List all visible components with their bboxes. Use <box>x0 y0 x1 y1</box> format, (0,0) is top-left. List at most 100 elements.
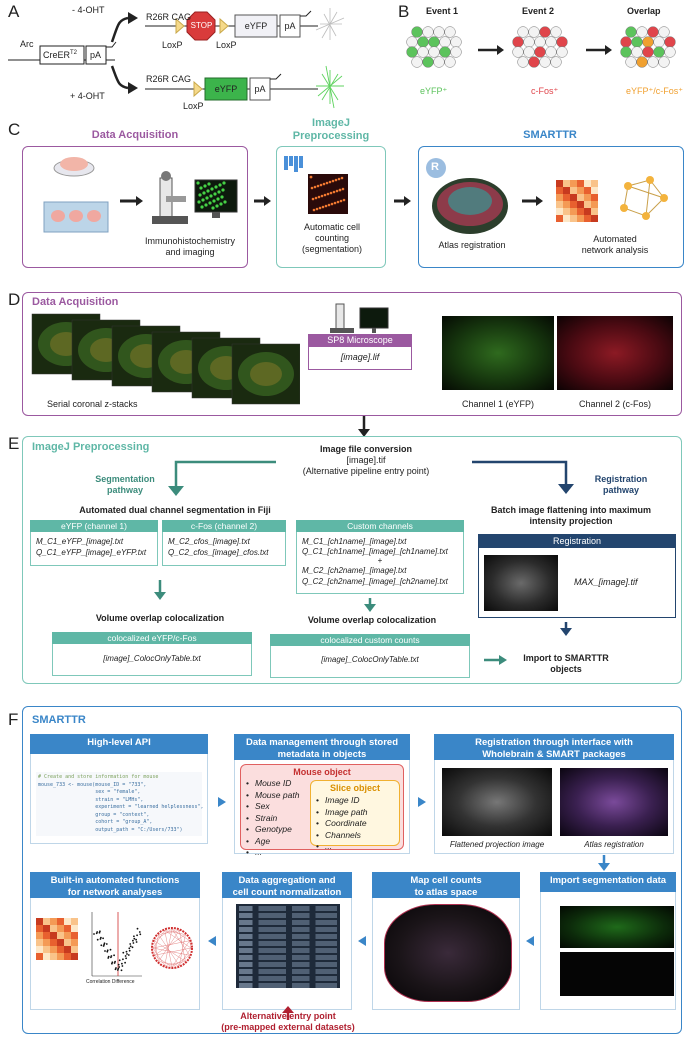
plus-oht-label: + 4-OHT <box>70 91 105 101</box>
cell-dot <box>222 181 226 185</box>
f-import-head: Import segmentation data <box>540 872 676 892</box>
cell-dot <box>313 185 317 189</box>
heat-cell <box>570 201 577 208</box>
volcano-point <box>135 941 138 943</box>
heat-cell <box>577 180 584 187</box>
e-custom-head: Custom channels <box>296 520 464 532</box>
volcano-point <box>125 957 127 960</box>
heat-cell <box>50 932 57 939</box>
heat-cell <box>43 953 50 960</box>
f-flattened-label: Flattened projection image <box>449 840 545 849</box>
pa-label-bottom: pA <box>254 84 266 94</box>
cell-dot <box>211 206 215 210</box>
d-ch1-label: Channel 1 (eYFP) <box>461 399 535 409</box>
heat-cell <box>577 208 584 215</box>
heat-cell <box>584 201 591 208</box>
minus-oht-label: - 4-OHT <box>72 5 105 15</box>
c-r-letter: R <box>431 161 439 173</box>
event1-label: Event 1 <box>426 6 459 16</box>
volcano-point <box>133 935 135 938</box>
network-edge <box>171 940 190 968</box>
volcano-point <box>126 953 128 955</box>
f-title: SMARTTR <box>32 714 86 726</box>
cell-dot <box>198 193 202 197</box>
volcano-point <box>96 931 99 933</box>
table-row <box>239 927 337 932</box>
cell-dot <box>216 197 220 201</box>
c-illustrations <box>43 156 668 234</box>
c-network-label: Automated network analysis <box>581 234 649 255</box>
e-volume-2: Volume overlap colocalization <box>307 615 437 625</box>
volcano-point <box>100 944 103 947</box>
f-flattened-image <box>442 768 552 836</box>
f-atlas-label: Atlas registration <box>584 840 644 849</box>
mouse-item: Mouse path <box>246 790 299 802</box>
cell-dot <box>200 205 204 209</box>
heat-cell <box>64 925 71 932</box>
e-conversion-file: [image].tif <box>346 455 386 465</box>
heat-cell <box>556 180 563 187</box>
network-edge <box>154 947 192 956</box>
e-volume-1: Volume overlap colocalization <box>95 613 225 623</box>
cell-dot <box>334 178 338 182</box>
heat-cell <box>570 187 577 194</box>
e-coloc-file-1: [image]_ColocOnlyTable.txt <box>103 654 201 663</box>
cell-dot <box>318 206 322 210</box>
e-custom-file-2: Q_C1_[ch1name]_[image]_[ch1name].txt <box>302 547 448 556</box>
heat-cell <box>591 215 598 222</box>
heat-cell <box>591 187 598 194</box>
heat-cell <box>584 208 591 215</box>
heat-cell <box>563 215 570 222</box>
code-line: sex = "female", <box>38 789 141 795</box>
heat-cell <box>57 946 64 953</box>
volcano-point <box>106 949 109 952</box>
cell-dot <box>333 201 337 205</box>
heat-cell <box>556 187 563 194</box>
volcano-point <box>111 962 113 965</box>
mouse-item: Mouse ID <box>246 778 299 790</box>
network-edge <box>152 930 165 949</box>
volcano-point <box>132 942 135 944</box>
heat-cell <box>71 946 78 953</box>
cell-dot <box>204 203 208 207</box>
code-line: # Create and store information for mouse <box>38 774 159 780</box>
table-row <box>239 976 337 981</box>
heat-cell <box>584 180 591 187</box>
heat-cell <box>556 208 563 215</box>
mouse-item: Strain <box>246 813 299 825</box>
eyfp-pos-label: eYFP⁺ <box>420 86 448 96</box>
f-datamgmt-head: Data management through stored metadata … <box>234 734 410 760</box>
f-mouse-object-title: Mouse object <box>293 767 351 777</box>
volcano-point <box>113 954 115 957</box>
cell-dot <box>319 183 323 187</box>
volcano-point <box>115 967 117 969</box>
cell-dot <box>336 200 340 204</box>
pa-label: pA <box>90 50 102 60</box>
volcano-point <box>124 955 127 957</box>
e-coloc-head-2: colocalized custom counts <box>270 634 470 646</box>
creer-label: CreERT2 <box>43 50 78 60</box>
d-to-e-arrow <box>358 416 370 437</box>
cell-circle <box>450 46 462 58</box>
volcano-point <box>111 961 114 964</box>
d-serial-label: Serial coronal z-stacks <box>44 398 141 410</box>
volcano-point <box>98 931 101 934</box>
mouse-item: Sex <box>246 801 299 813</box>
network-edge <box>171 928 190 941</box>
slice-item: Coordinate <box>316 818 368 830</box>
heat-cell <box>577 201 584 208</box>
cell-dot <box>205 196 209 200</box>
cell-dot <box>209 194 213 198</box>
neuron-grey-icon <box>315 8 345 40</box>
cfos-pos-label: c-Fos⁺ <box>531 86 559 96</box>
cell-dot <box>207 182 211 186</box>
overlap-label: Overlap <box>627 6 661 16</box>
d-microscope-icon <box>330 303 389 333</box>
f-api-head: High-level API <box>30 734 208 754</box>
e-batch-label: Batch image flattening into maximum inte… <box>490 505 652 526</box>
f-import-green <box>560 906 674 948</box>
panel-label-c: C <box>8 120 21 139</box>
heat-cell <box>43 939 50 946</box>
heat-cell <box>570 194 577 201</box>
e-coloc-file-2: [image]_ColocOnlyTable.txt <box>321 655 419 664</box>
